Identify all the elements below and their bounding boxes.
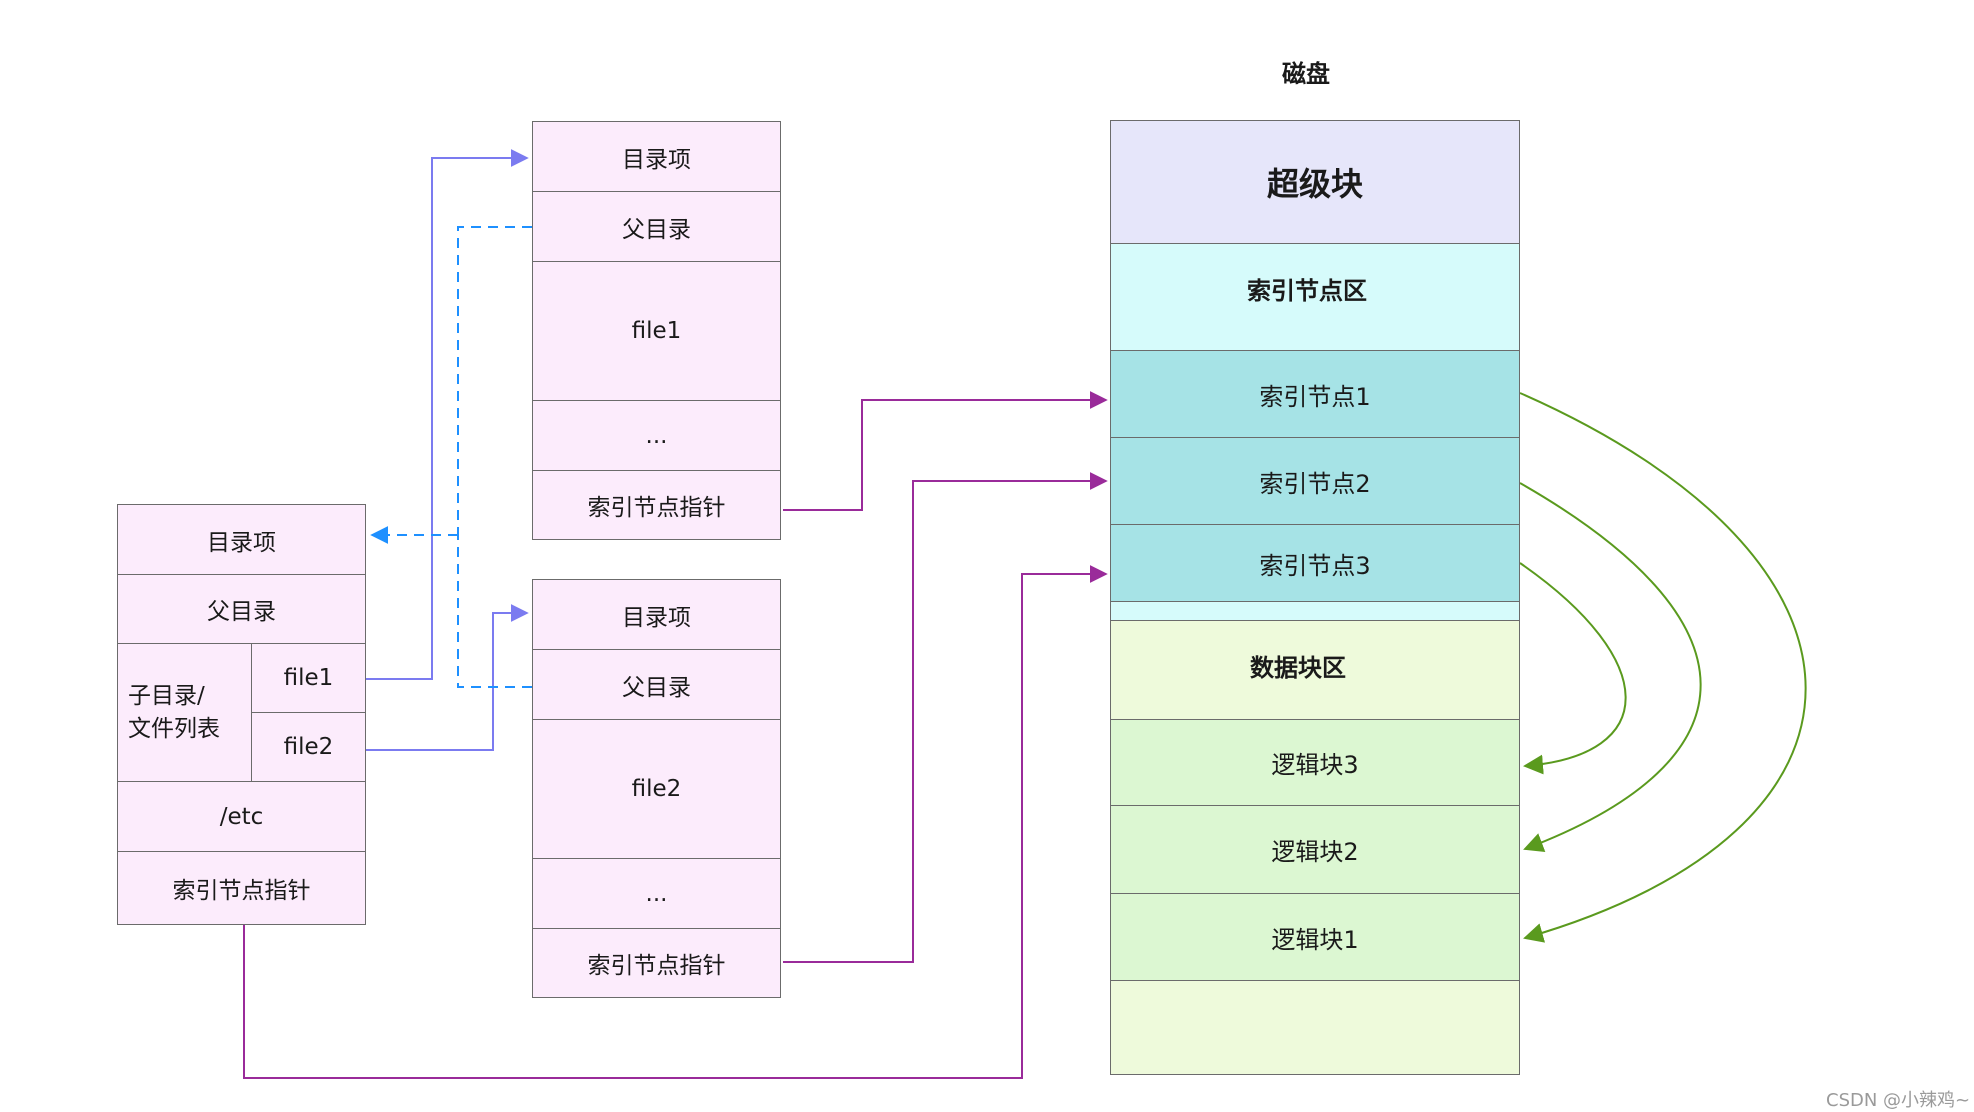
inode-2: 索引节点2 <box>1110 437 1520 525</box>
curve-inode2-to-block2 <box>1519 482 1702 852</box>
watermark: CSDN @小辣鸡~ <box>1826 1090 1971 1111</box>
data-block-area-label: 数据块区 <box>1250 654 1346 682</box>
file1-dir-parent: 父目录 <box>532 191 781 262</box>
root-dir-inode-pointer: 索引节点指针 <box>117 851 366 925</box>
file1-dir-entry: 目录项 <box>532 121 781 192</box>
logical-block-2: 逻辑块2 <box>1110 805 1520 894</box>
link-root-inode <box>243 565 1108 1079</box>
file2-dir-parent: 父目录 <box>532 649 781 720</box>
link-file2-to-dir <box>366 604 529 751</box>
inode-1: 索引节点1 <box>1110 350 1520 438</box>
curve-inode3-to-block3 <box>1519 562 1627 775</box>
logical-block-1: 逻辑块1 <box>1110 893 1520 981</box>
file1-dir-inode-pointer: 索引节点指针 <box>532 470 781 540</box>
link-file1-to-dir <box>366 149 529 680</box>
root-dir-entry: 目录项 <box>117 504 366 575</box>
root-dir-name: /etc <box>117 781 366 852</box>
root-dir-parent: 父目录 <box>117 574 366 644</box>
file2-dir-ellipsis: ... <box>532 858 781 929</box>
file1-dir-name: file1 <box>532 261 781 401</box>
superblock: 超级块 <box>1110 120 1520 244</box>
root-dir-file1: file1 <box>251 643 366 713</box>
link-file2-parent <box>457 535 532 688</box>
inode-3: 索引节点3 <box>1110 524 1520 602</box>
link-file1-inode <box>783 391 1108 511</box>
file1-dir-ellipsis: ... <box>532 400 781 471</box>
file2-dir-name: file2 <box>532 719 781 859</box>
root-dir-children-list: 子目录/ 文件列表 <box>117 643 252 782</box>
root-dir-file2: file2 <box>251 712 366 782</box>
logical-block-3: 逻辑块3 <box>1110 719 1520 806</box>
inode-area-label: 索引节点区 <box>1247 277 1367 305</box>
curve-inode1-to-block1 <box>1519 392 1807 943</box>
file2-dir-inode-pointer: 索引节点指针 <box>532 928 781 998</box>
link-file1-parent <box>457 226 532 535</box>
file2-dir-entry: 目录项 <box>532 579 781 650</box>
root-dir-children-label: 子目录/ 文件列表 <box>128 683 220 742</box>
disk-title: 磁盘 <box>1282 60 1330 88</box>
link-file2-inode <box>783 472 1108 963</box>
